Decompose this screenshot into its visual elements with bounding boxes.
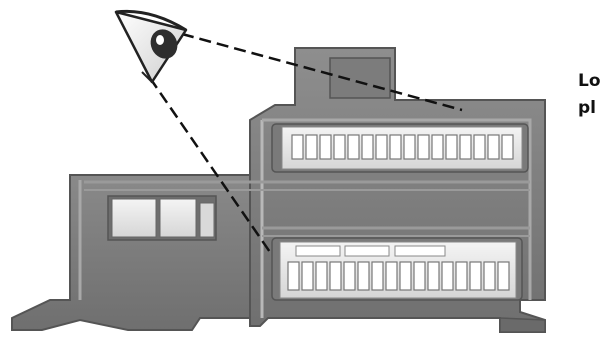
- eye-icon: [116, 11, 186, 82]
- upper-memory-slot: [272, 124, 528, 172]
- left-connector-block: [108, 196, 216, 240]
- caption-line-1: Lo: [578, 68, 609, 95]
- lower-memory-slot: [272, 238, 522, 300]
- caption-text: Lo pl: [578, 68, 609, 122]
- caption-line-2: pl: [578, 95, 609, 122]
